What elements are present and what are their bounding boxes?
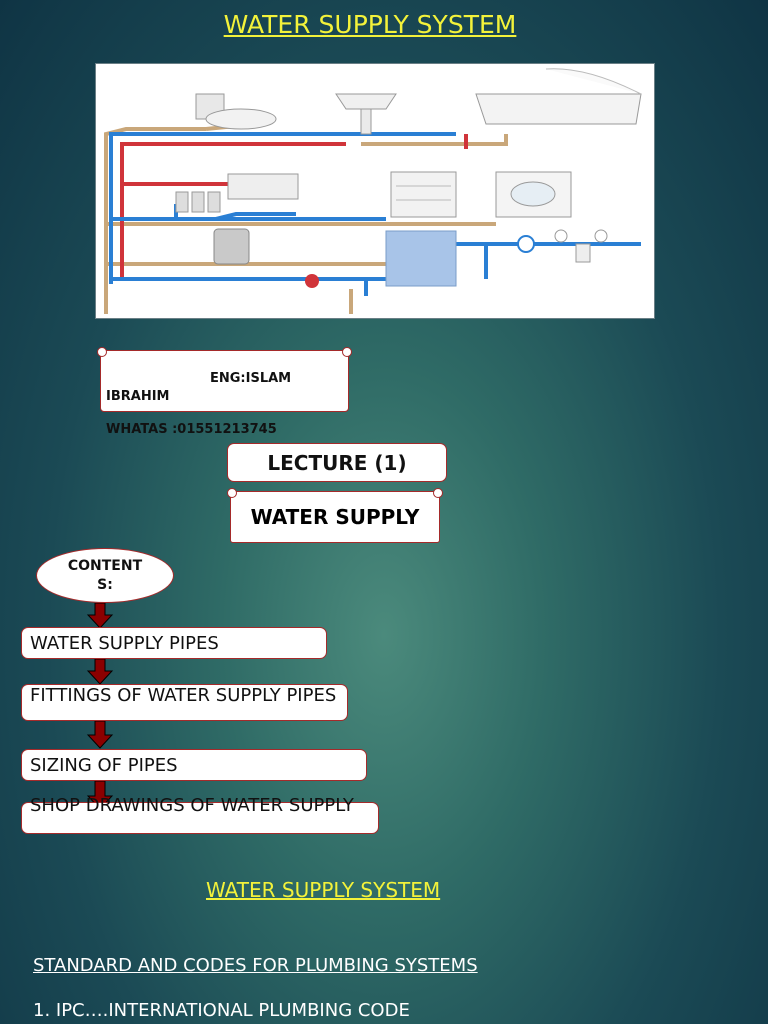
contents-label: CONTENT S: xyxy=(36,548,174,603)
down-arrow-icon xyxy=(86,721,114,749)
down-arrow-icon xyxy=(86,659,114,685)
section-heading: STANDARD AND CODES FOR PLUMBING SYSTEMS xyxy=(33,955,478,976)
contents-item: FITTINGS OF WATER SUPPLY PIPES xyxy=(21,684,348,721)
topic-label: WATER SUPPLY xyxy=(227,488,443,543)
author-contact: WHATAS :01551213745 xyxy=(106,422,277,436)
section-title: WATER SUPPLY SYSTEM xyxy=(206,878,441,902)
topic-text: WATER SUPPLY xyxy=(250,505,420,529)
contents-item: WATER SUPPLY PIPES xyxy=(21,627,327,659)
contents-item: SIZING OF PIPES xyxy=(21,749,367,781)
author-box xyxy=(97,347,352,412)
contents-label-line1: CONTENT xyxy=(67,558,143,574)
down-arrow-icon xyxy=(86,603,114,629)
contents-label-line2: S: xyxy=(97,577,113,593)
contents-item-text: SHOP DRAWINGS OF WATER SUPPLY xyxy=(30,795,354,816)
author-name-line2: IBRAHIM xyxy=(106,389,170,404)
author-name-line1: ENG:ISLAM xyxy=(210,371,292,386)
lecture-label: LECTURE (1) xyxy=(227,443,447,482)
contents-item: SHOP DRAWINGS OF WATER SUPPLY xyxy=(21,795,379,834)
section-list-item: 1. IPC….INTERNATIONAL PLUMBING CODE xyxy=(33,1000,410,1021)
plumbing-diagram xyxy=(95,63,655,319)
slide-title: WATER SUPPLY SYSTEM xyxy=(223,10,517,39)
